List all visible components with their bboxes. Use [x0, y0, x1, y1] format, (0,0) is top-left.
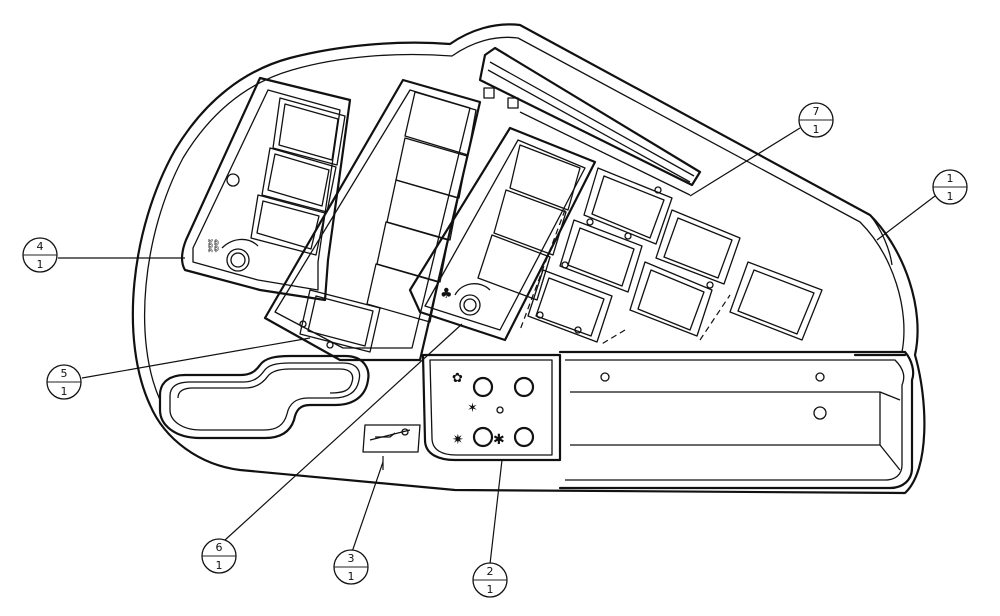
callout-item-number: 7 [813, 105, 820, 118]
top-switch-strip [478, 46, 702, 196]
svg-text:♣: ♣ [440, 286, 453, 302]
svg-text:✶: ✶ [467, 401, 478, 416]
callout-2: 2 1 [472, 562, 508, 598]
switch-panel-5 [263, 78, 482, 362]
console-body [131, 23, 926, 495]
svg-text:⛓: ⛓ [205, 238, 222, 254]
callout-quantity: 1 [813, 123, 820, 136]
storage-tray [558, 350, 915, 490]
callout-quantity: 1 [37, 258, 44, 271]
callout-6: 6 1 [201, 538, 237, 574]
callout-item-number: 1 [947, 172, 954, 185]
svg-text:✿: ✿ [452, 371, 463, 386]
switch-rockers-panel-5 [299, 91, 477, 353]
callout-1: 1 1 [932, 169, 968, 205]
switch-panel-4: ⛓ [180, 76, 352, 302]
callout-item-number: 2 [487, 565, 494, 578]
control-plate-2: ✿ ✶ ✷ ✱ [421, 353, 562, 462]
switch-cluster-7 [519, 167, 823, 346]
switch-panel-6: ♣ [408, 126, 597, 342]
callout-quantity: 1 [487, 583, 494, 596]
callout-5: 5 1 [46, 364, 82, 400]
callout-item-number: 3 [348, 552, 355, 565]
callout-item-number: 6 [216, 541, 223, 554]
svg-text:✱: ✱ [493, 432, 505, 448]
callout-quantity: 1 [348, 570, 355, 583]
decal-panel-3 [362, 424, 421, 470]
callout-quantity: 1 [61, 385, 68, 398]
callout-quantity: 1 [216, 559, 223, 572]
callout-quantity: 1 [947, 190, 954, 203]
callout-4: 4 1 [22, 237, 58, 273]
callout-item-number: 4 [37, 240, 44, 253]
callout-3: 3 1 [333, 549, 369, 585]
leader-lines [58, 127, 936, 565]
svg-text:✷: ✷ [452, 432, 464, 448]
callout-item-number: 5 [61, 367, 68, 380]
callout-7: 7 1 [798, 102, 834, 138]
switch-rockers-panel-6 [477, 144, 581, 301]
grip-handle [158, 354, 370, 440]
